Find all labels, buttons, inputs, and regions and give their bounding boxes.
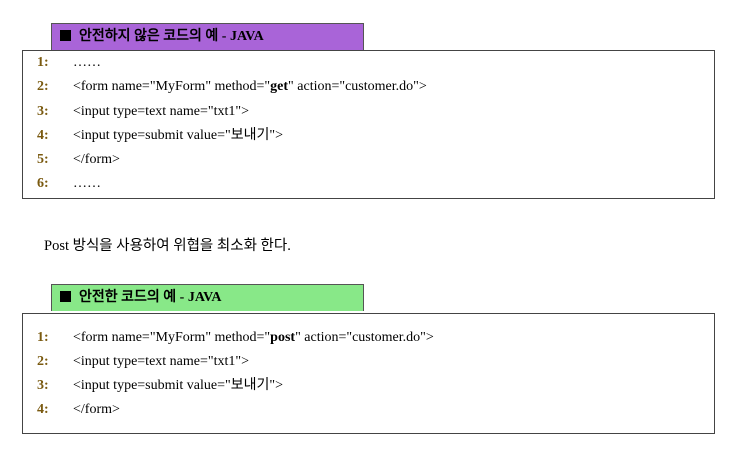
code-keyword: get: [270, 79, 289, 95]
code-text: ……: [73, 51, 101, 75]
line-number: 2:: [37, 79, 49, 95]
unsafe-code-box: 1: …… 2: <form name="MyForm" method="get" …: [22, 50, 715, 199]
code-segment: </form>: [73, 152, 120, 168]
code-text: <form name="MyForm" method="get" action=…: [73, 75, 427, 99]
code-text: ……: [73, 172, 101, 196]
code-text: </form>: [73, 148, 120, 172]
code-line: 3: <input type=text name="txt1">: [23, 100, 714, 124]
code-segment: ……: [73, 176, 101, 192]
code-text: <input type=text name="txt1">: [73, 100, 249, 124]
code-segment: <input type=submit value="보내기">: [73, 127, 283, 143]
code-segment: <input type=text name="txt1">: [73, 103, 249, 119]
code-text: </form>: [73, 398, 120, 422]
code-segment: </form>: [73, 402, 120, 417]
line-number: 4:: [37, 402, 49, 417]
line-number: 5:: [37, 152, 49, 168]
code-keyword: post: [270, 330, 296, 345]
code-text: <input type=submit value="보내기">: [73, 124, 283, 148]
line-number: 2:: [37, 354, 49, 369]
safe-code-title: 안전한 코드의 예 - JAVA: [51, 284, 364, 311]
unsafe-code-title: 안전하지 않은 코드의 예 - JAVA: [51, 23, 364, 50]
unsafe-code-title-text: 안전하지 않은 코드의 예 - JAVA: [79, 29, 264, 44]
code-line: 3: <input type=submit value="보내기">: [23, 374, 714, 398]
code-line: 4: </form>: [23, 398, 714, 422]
code-text: <input type=text name="txt1">: [73, 350, 249, 374]
description-text: Post 방식을 사용하여 위협을 최소화 한다.: [44, 238, 291, 254]
code-line: 1: <form name="MyForm" method="post" acti…: [23, 326, 714, 350]
code-segment: " action="customer.do">: [295, 330, 434, 345]
code-segment: <input type=submit value="보내기">: [73, 378, 283, 393]
code-segment: <form name="MyForm" method=": [73, 330, 271, 345]
code-line: 2: <input type=text name="txt1">: [23, 350, 714, 374]
line-number: 3:: [37, 378, 49, 393]
code-segment: <input type=text name="txt1">: [73, 354, 249, 369]
code-line: 1: ……: [23, 51, 714, 75]
code-line: 2: <form name="MyForm" method="get" actio…: [23, 75, 714, 99]
code-segment: <form name="MyForm" method=": [73, 79, 271, 95]
code-line: 5: </form>: [23, 148, 714, 172]
code-segment: ……: [73, 55, 101, 70]
square-bullet-icon: [60, 30, 71, 41]
line-number: 4:: [37, 127, 49, 143]
code-line: 6: ……: [23, 172, 714, 196]
line-number: 3:: [37, 103, 49, 119]
line-number: 6:: [37, 176, 49, 192]
code-segment: " action="customer.do">: [288, 79, 427, 95]
safe-code-box: 1: <form name="MyForm" method="post" acti…: [22, 313, 715, 434]
square-bullet-icon: [60, 291, 71, 302]
code-text: <form name="MyForm" method="post" action…: [73, 326, 434, 350]
code-text: <input type=submit value="보내기">: [73, 374, 283, 398]
line-number: 1:: [37, 330, 49, 345]
safe-code-title-text: 안전한 코드의 예 - JAVA: [79, 290, 222, 305]
code-line: 4: <input type=submit value="보내기">: [23, 124, 714, 148]
line-number: 1:: [37, 55, 49, 70]
